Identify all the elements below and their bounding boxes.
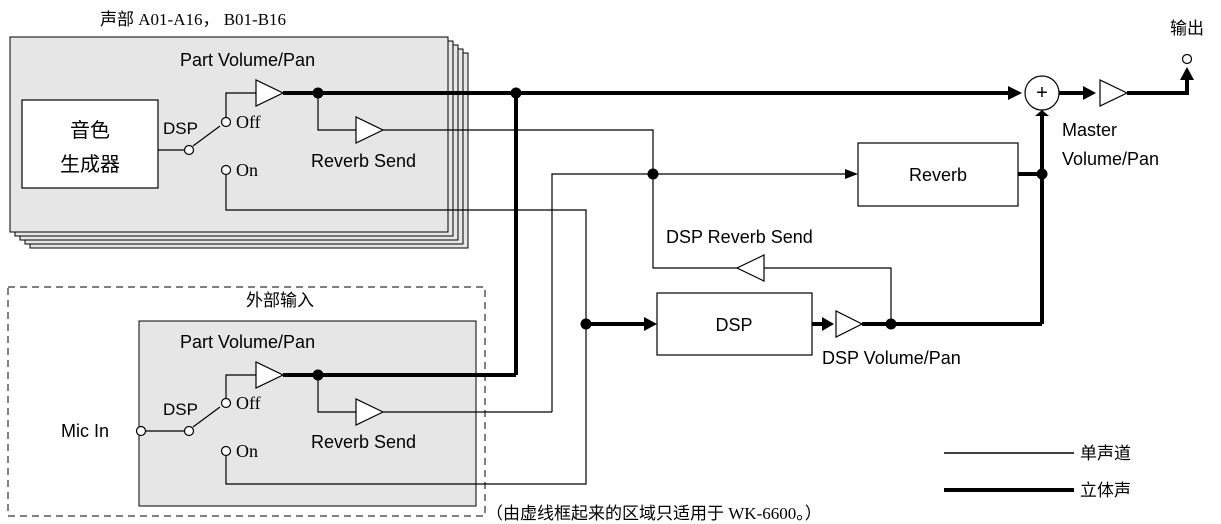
mic-in-label: Mic In: [61, 421, 109, 441]
master-volume-amp: [1099, 79, 1129, 107]
output-label: 输出: [1170, 19, 1204, 39]
legend-stereo-label: 立体声: [1080, 481, 1131, 501]
off-label: Off: [236, 112, 261, 132]
reverb-send-label-lower: Reverb Send: [311, 432, 416, 452]
dsp-volume-pan-label: DSP Volume/Pan: [822, 348, 961, 368]
dsp-switch-lever-lower: [192, 406, 221, 428]
master-label-line2: Volume/Pan: [1062, 149, 1159, 169]
tone-generator-line2: 生成器: [60, 152, 120, 176]
reverb-send-amp: [355, 116, 385, 144]
on-terminal: [220, 164, 232, 176]
dsp-volume-amp: [835, 310, 864, 338]
svg-text:+: +: [1036, 82, 1048, 104]
dsp-reverb-send-amp: [735, 254, 765, 282]
parts-label: 声部 A01-A16， B01-B16: [100, 10, 286, 29]
dsp-switch-label: DSP: [163, 119, 198, 138]
dsp-block-label: DSP: [715, 315, 752, 335]
external-input-label: 外部输入: [246, 291, 314, 311]
output-terminal: [1181, 53, 1193, 65]
external-input-panel: [138, 320, 477, 507]
dsp-switch-lever: [192, 125, 221, 147]
off-label-lower: Off: [236, 393, 261, 413]
part-volume-amp-lower: [255, 361, 285, 389]
footnote: （由虚线框起来的区域只适用于 WK-6600。）: [486, 504, 822, 523]
off-terminal: [220, 116, 232, 128]
reverb-label: Reverb: [909, 165, 967, 185]
legend-mono-label: 单声道: [1080, 444, 1131, 464]
reverb-send-label: Reverb Send: [311, 151, 416, 171]
tone-generator-line1: 音色: [70, 118, 110, 142]
reverb-send-amp-lower: [355, 398, 385, 426]
on-terminal-lower: [220, 445, 232, 457]
dsp-switch-common: [183, 144, 195, 156]
part-volume-amp: [255, 79, 285, 107]
tone-generator-box: [21, 99, 159, 189]
part-volume-pan-label: Part Volume/Pan: [180, 50, 315, 70]
off-terminal-lower: [220, 397, 232, 409]
on-label: On: [236, 160, 258, 180]
mic-in-terminal: [135, 425, 147, 437]
external-input-region: [7, 286, 486, 517]
part-volume-pan-label-lower: Part Volume/Pan: [180, 332, 315, 352]
dsp-switch-label-lower: DSP: [163, 400, 198, 419]
dsp-switch-common-lower: [183, 425, 195, 437]
dsp-reverb-send-label: DSP Reverb Send: [666, 227, 813, 247]
master-label-line1: Master: [1062, 120, 1117, 140]
on-label-lower: On: [236, 441, 258, 461]
reverb-block: [857, 142, 1019, 207]
